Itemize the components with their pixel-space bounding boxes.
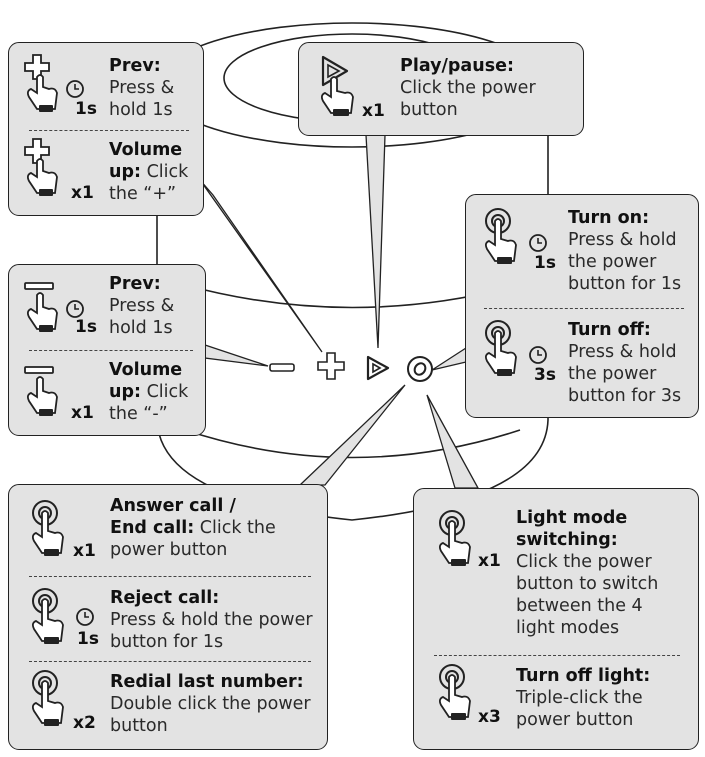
prev-desc: Press & hold 1s xyxy=(109,296,175,338)
answer-call-text: Answer call / End call: Click the power … xyxy=(110,495,320,561)
power-tap-icon xyxy=(438,510,471,566)
minus-hold-icon xyxy=(24,282,84,332)
redial-text: Redial last number: Double click the pow… xyxy=(110,671,322,737)
divider xyxy=(29,576,311,577)
volume-title-2: up: xyxy=(109,382,141,402)
plus-tap-icon xyxy=(24,138,58,196)
callout-plus-button: 1s Prev: Press & hold 1s x1 Volume up: C… xyxy=(8,42,204,216)
volume-title-2: up: xyxy=(109,162,141,182)
volume-up-text: Volume up: Click the “+” xyxy=(109,139,201,205)
light-off-title: Turn off light: xyxy=(516,666,651,686)
prev-desc: Press & hold 1s xyxy=(109,78,175,120)
play-pause-text: Play/pause: Click the power button xyxy=(400,55,580,121)
light-off-desc: Triple-click the power button xyxy=(516,688,643,730)
volume-title: Volume xyxy=(109,360,183,380)
turn-on-title: Turn on: xyxy=(568,208,650,228)
light-mode-desc: Click the power button to switch between… xyxy=(516,552,659,638)
power-tap-icon xyxy=(31,500,64,556)
volume-desc: Click the “+” xyxy=(109,162,189,204)
leader-call xyxy=(298,384,406,486)
prev-text: Prev: Press & hold 1s xyxy=(109,273,203,339)
redial-desc: Double click the power button xyxy=(110,694,311,736)
divider xyxy=(434,655,680,656)
power-hold-icon xyxy=(31,588,94,644)
reject-title: Reject call: xyxy=(110,588,220,608)
count-label: 1s xyxy=(75,317,97,337)
leader-minus xyxy=(204,344,269,367)
play-button[interactable] xyxy=(362,353,392,387)
volume-title: Volume xyxy=(109,140,183,160)
count-label: x1 xyxy=(71,183,94,203)
count-label: x1 xyxy=(478,551,501,571)
leader-power-right xyxy=(431,346,467,371)
volume-desc: Click the “-” xyxy=(109,382,189,424)
divider xyxy=(29,350,193,351)
prev-title: Prev: xyxy=(109,274,161,294)
answer-title: Answer call / xyxy=(110,496,236,516)
leader-play xyxy=(365,134,386,349)
power-icon xyxy=(407,356,433,382)
divider xyxy=(29,130,189,131)
reject-desc: Press & hold the power button for 1s xyxy=(110,610,313,652)
answer-title-2: End call: xyxy=(110,518,195,538)
plus-icon xyxy=(317,352,345,380)
divider xyxy=(29,661,311,662)
minus-button[interactable] xyxy=(268,360,298,379)
minus-icon xyxy=(269,363,295,372)
reject-call-text: Reject call: Press & hold the power butt… xyxy=(110,587,320,653)
count-label: x1 xyxy=(362,101,385,121)
light-mode-text: Light mode switching: Click the power bu… xyxy=(516,507,681,639)
turn-off-title: Turn off: xyxy=(568,320,651,340)
light-mode-title: Light mode switching: xyxy=(516,508,628,550)
play-tap-icon xyxy=(320,55,354,116)
count-label: x1 xyxy=(73,541,96,561)
redial-title: Redial last number: xyxy=(110,672,304,692)
light-off-text: Turn off light: Triple-click the power b… xyxy=(516,665,686,731)
play-pause-desc: Click the power button xyxy=(400,78,536,120)
count-label: 3s xyxy=(534,365,556,385)
power-hold-icon xyxy=(484,320,547,376)
divider xyxy=(484,308,684,309)
count-label: x2 xyxy=(73,713,96,733)
leader-lines xyxy=(199,134,480,489)
power-tap-icon xyxy=(31,670,64,726)
count-label: 1s xyxy=(75,99,97,119)
leader-plus xyxy=(199,179,323,353)
turn-off-text: Turn off: Press & hold the power button … xyxy=(568,319,696,407)
answer-desc: Click the power button xyxy=(110,518,276,560)
callout-play-pause: x1 Play/pause: Click the power button xyxy=(298,42,584,136)
turn-on-desc: Press & hold the power button for 1s xyxy=(568,230,682,294)
play-icon xyxy=(366,355,390,381)
plus-button[interactable] xyxy=(315,350,349,388)
plus-hold-icon xyxy=(24,54,84,112)
prev-title: Prev: xyxy=(109,56,161,76)
power-hold-icon xyxy=(484,208,547,264)
prev-text: Prev: Press & hold 1s xyxy=(109,55,201,121)
callout-light-functions: x1 Light mode switching: Click the power… xyxy=(413,488,699,750)
play-pause-title: Play/pause: xyxy=(400,56,514,76)
count-label: 1s xyxy=(77,629,99,649)
count-label: x3 xyxy=(478,707,501,727)
turn-on-text: Turn on: Press & hold the power button f… xyxy=(568,207,696,295)
callout-call-functions: x1 Answer call / End call: Click the pow… xyxy=(8,484,328,750)
minus-tap-icon xyxy=(24,366,58,416)
volume-up-text: Volume up: Click the “-” xyxy=(109,359,203,425)
turn-off-desc: Press & hold the power button for 3s xyxy=(568,342,682,406)
callout-minus-button: 1s Prev: Press & hold 1s x1 Volume up: C… xyxy=(8,264,206,436)
power-button[interactable] xyxy=(405,354,435,388)
count-label: 1s xyxy=(534,253,556,273)
callout-power-button: 1s Turn on: Press & hold the power butto… xyxy=(465,194,699,418)
power-tap-icon xyxy=(438,664,471,720)
count-label: x1 xyxy=(71,403,94,423)
